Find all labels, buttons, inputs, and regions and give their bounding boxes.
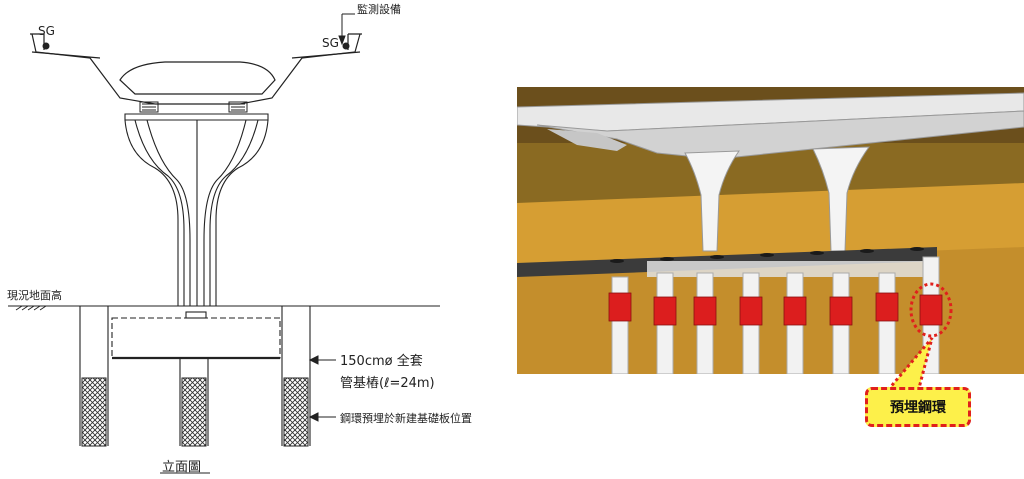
ground-level-label: 現況地面高	[7, 289, 62, 302]
slab-holes	[610, 247, 924, 263]
embedded-steel-ring-callout: 預埋鋼環	[865, 387, 971, 427]
ring-highlight	[909, 282, 953, 338]
steel-ring-note: 鋼環預埋於新建基礎板位置	[340, 412, 472, 425]
3d-rendering	[517, 87, 1024, 374]
pile-cage-left	[81, 377, 107, 447]
rendered-deck	[517, 92, 1024, 160]
ground-line	[8, 305, 440, 311]
sg-label-left: SG	[38, 24, 55, 38]
slab-white-body	[647, 261, 937, 277]
steel-rings	[608, 292, 943, 326]
piles	[79, 306, 311, 446]
elevation-drawing	[8, 13, 440, 474]
footing	[111, 311, 281, 360]
pit-shadow	[517, 247, 1024, 374]
pile-cage-right	[283, 377, 309, 447]
pier	[124, 113, 269, 306]
pile-cage-center	[181, 377, 207, 447]
elevation-view-title: 立面圖	[162, 460, 202, 475]
sg-sensor-right	[342, 42, 350, 50]
leader-lines	[160, 13, 355, 474]
pile-spec-line1: 150cmø 全套	[340, 354, 423, 369]
monitoring-equipment-label: 監測設備	[357, 3, 401, 16]
pile-spec-line2: 管基樁(ℓ=24m)	[340, 376, 435, 391]
sg-sensor-left	[42, 42, 50, 50]
sg-label-right: SG	[322, 36, 339, 50]
bridge-deck	[30, 33, 362, 105]
bearings	[139, 101, 248, 113]
